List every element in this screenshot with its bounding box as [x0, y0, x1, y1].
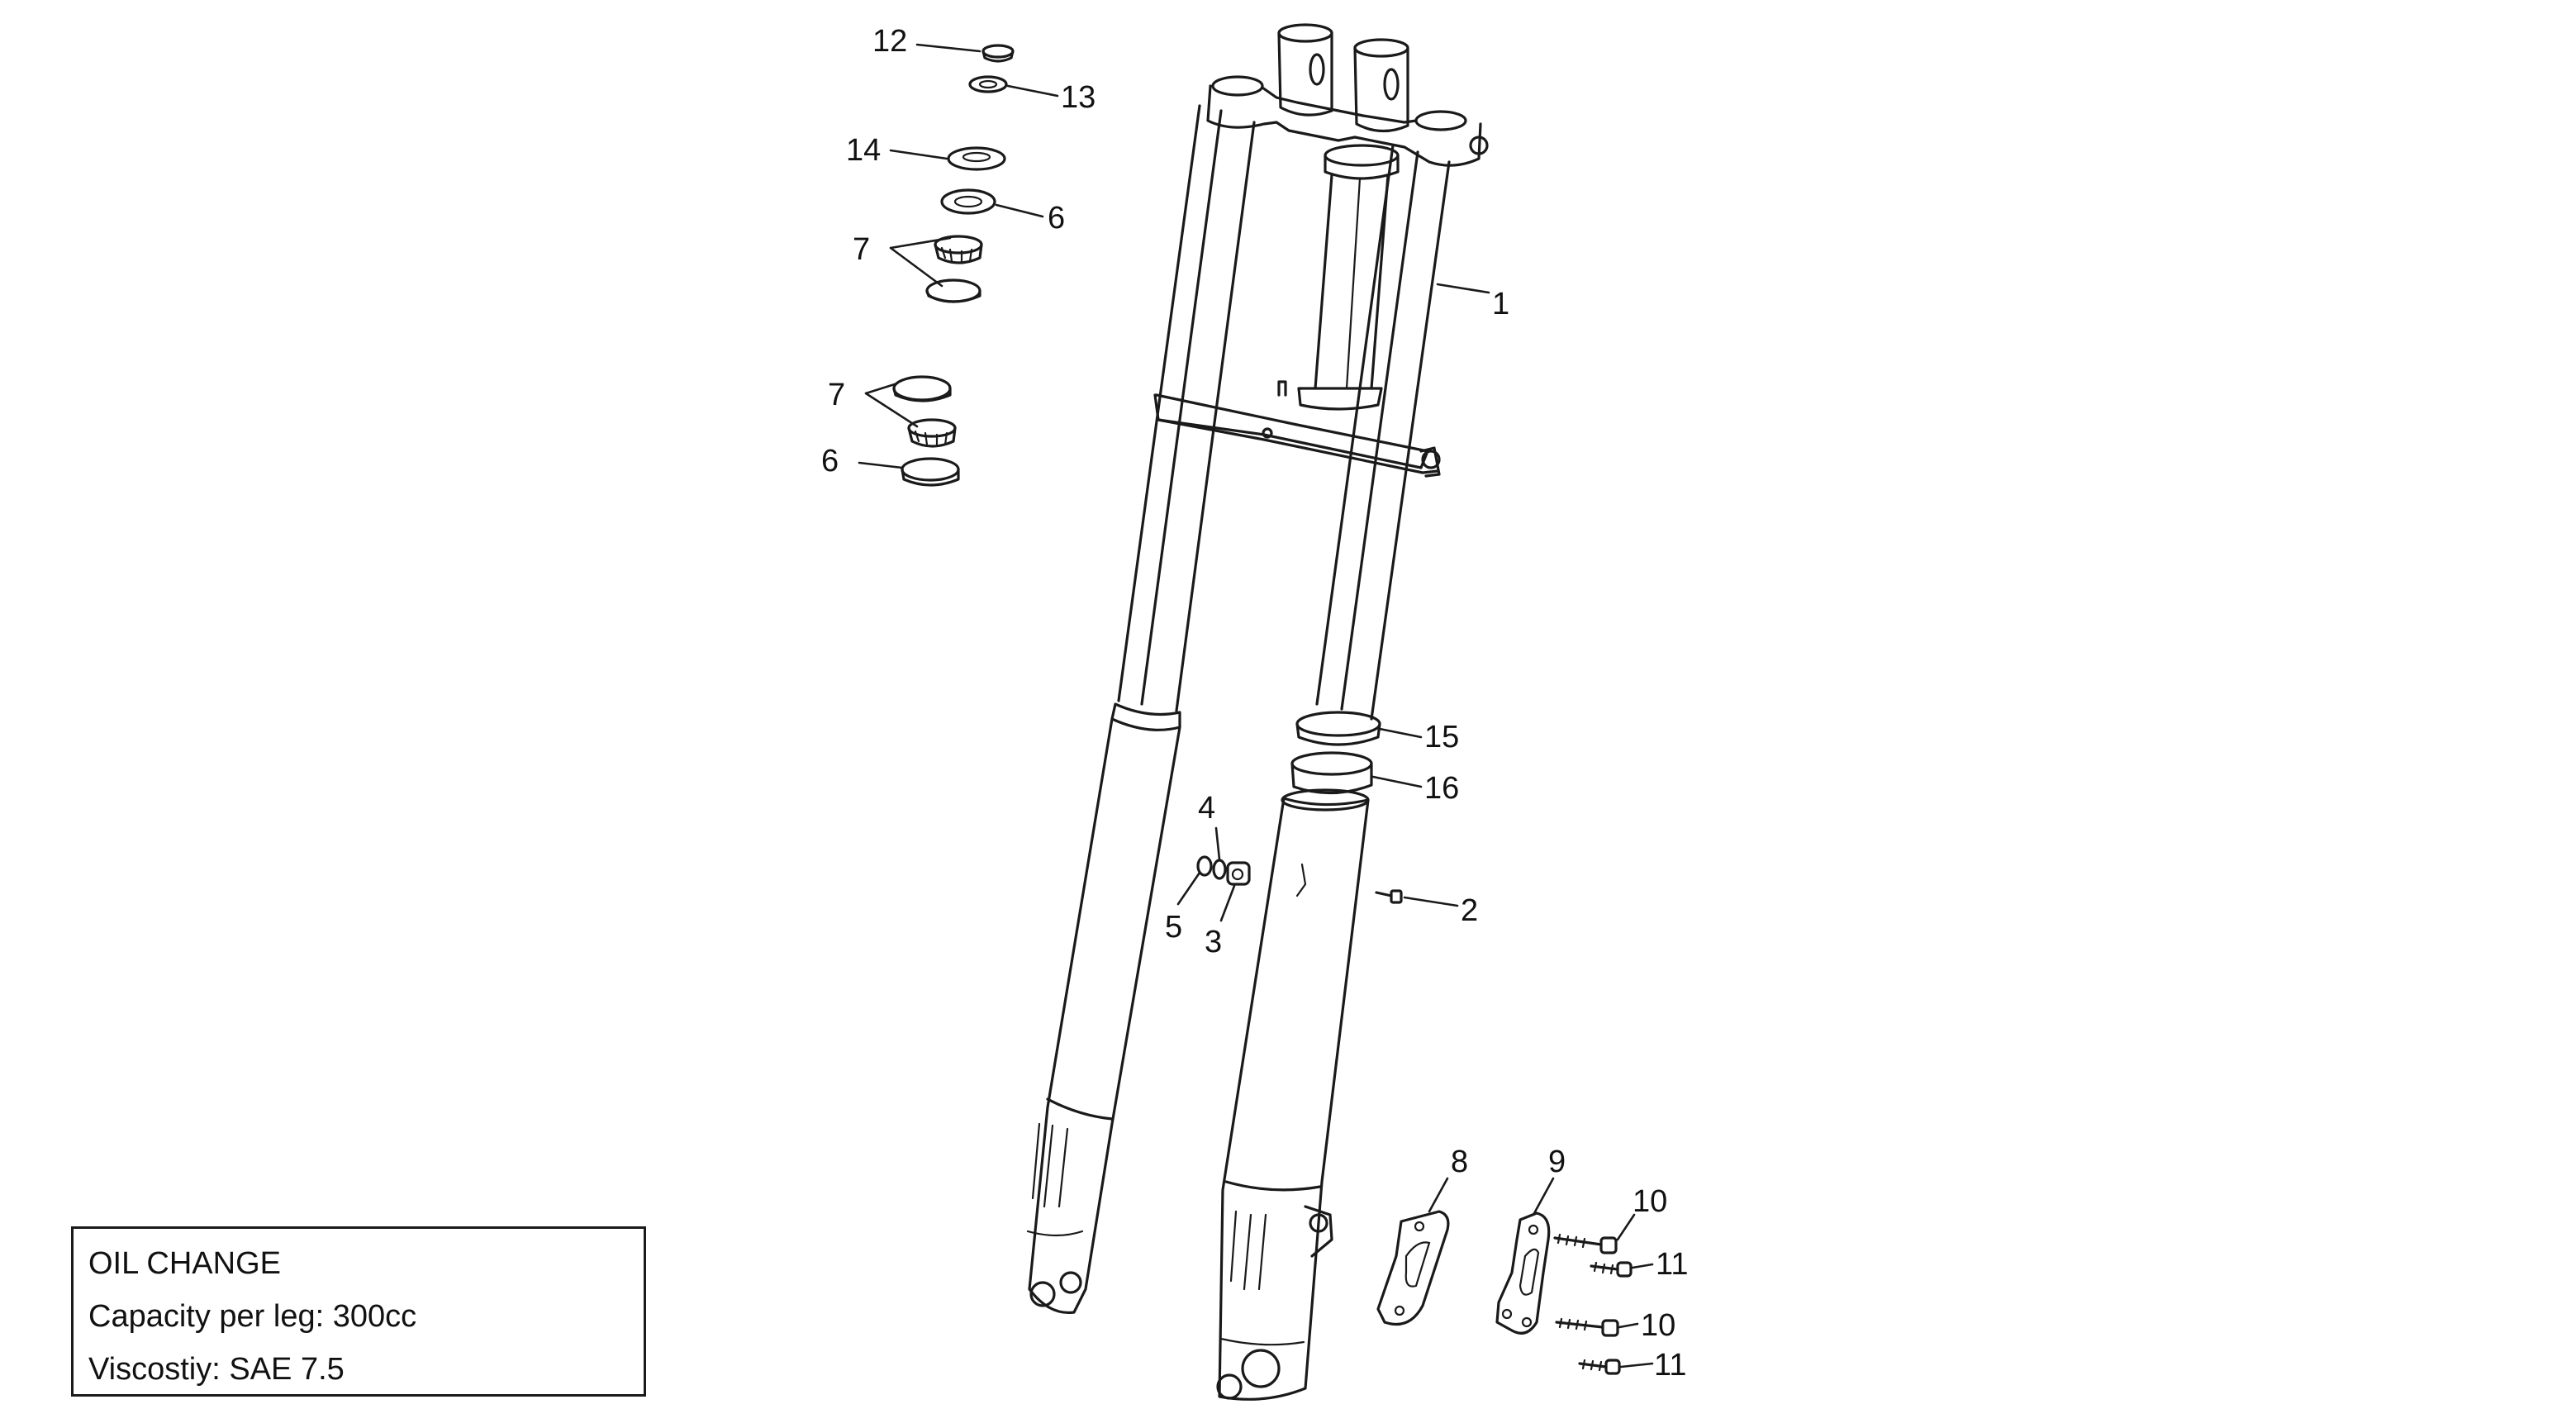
callout-10-lower: 10: [1641, 1308, 1675, 1343]
callout-labels: 1 2 3 4 5 6 6 7 7 8 9 10 11 10 11 12 13 …: [821, 24, 1688, 1383]
callout-5: 5: [1165, 910, 1182, 945]
callout-7-bottom: 7: [828, 378, 845, 412]
oil-capacity-text: Capacity per leg: 300cc: [88, 1299, 417, 1334]
top-yoke: [1206, 23, 1489, 167]
bearing-7-top: [934, 235, 983, 264]
callout-14: 14: [846, 133, 881, 168]
dust-cover-6-bottom: [901, 457, 960, 487]
callout-12: 12: [872, 24, 907, 59]
callout-11-upper: 11: [1656, 1247, 1688, 1282]
fork-seal-15: [1295, 711, 1381, 746]
dust-cover-6-top: [940, 188, 996, 215]
callout-3: 3: [1205, 925, 1222, 959]
left-fork-leg: [1026, 104, 1256, 1315]
dust-seal-16: [1290, 751, 1373, 795]
oil-viscosity-text: Viscostiy: SAE 7.5: [88, 1352, 345, 1387]
leader-lines: [858, 43, 1654, 1368]
callout-1: 1: [1492, 287, 1509, 321]
steering-stem: [1297, 144, 1400, 411]
callout-4: 4: [1198, 791, 1215, 826]
bolt-11-upper: [1590, 1261, 1633, 1278]
clamp-3: [1226, 861, 1251, 886]
bottom-yoke: [1153, 380, 1441, 478]
nut-13: [968, 75, 1008, 93]
callout-9: 9: [1548, 1145, 1566, 1179]
callout-11-lower: 11: [1654, 1348, 1686, 1383]
callout-6-bottom: 6: [821, 444, 839, 478]
callout-2: 2: [1461, 893, 1478, 928]
screw-2: [1375, 889, 1403, 904]
bracket-8: [1376, 1210, 1450, 1326]
washer-4: [1212, 859, 1227, 880]
bearing-7-bottom: [907, 418, 957, 448]
callout-16: 16: [1424, 771, 1459, 806]
callout-15: 15: [1424, 720, 1459, 754]
bolt-10-lower: [1555, 1317, 1619, 1337]
oil-change-info-box: OIL CHANGE Capacity per leg: 300cc Visco…: [71, 1226, 646, 1397]
ring-nut-14: [947, 146, 1006, 171]
nut-5: [1196, 855, 1213, 877]
oil-change-title: OIL CHANGE: [88, 1246, 281, 1281]
right-fork-leg: [1216, 144, 1451, 1401]
bolt-10-upper: [1553, 1233, 1618, 1254]
callout-8: 8: [1451, 1145, 1468, 1179]
bearing-race-7-bottom: [892, 375, 952, 402]
callout-6-top: 6: [1048, 201, 1065, 236]
bolt-11-lower: [1578, 1359, 1621, 1375]
callout-10-upper: 10: [1633, 1184, 1667, 1219]
bracket-9: [1495, 1211, 1551, 1335]
callout-7-top: 7: [853, 232, 870, 267]
callout-13: 13: [1061, 80, 1096, 115]
cap-12: [981, 44, 1015, 63]
bearing-race-7-top: [925, 278, 981, 303]
